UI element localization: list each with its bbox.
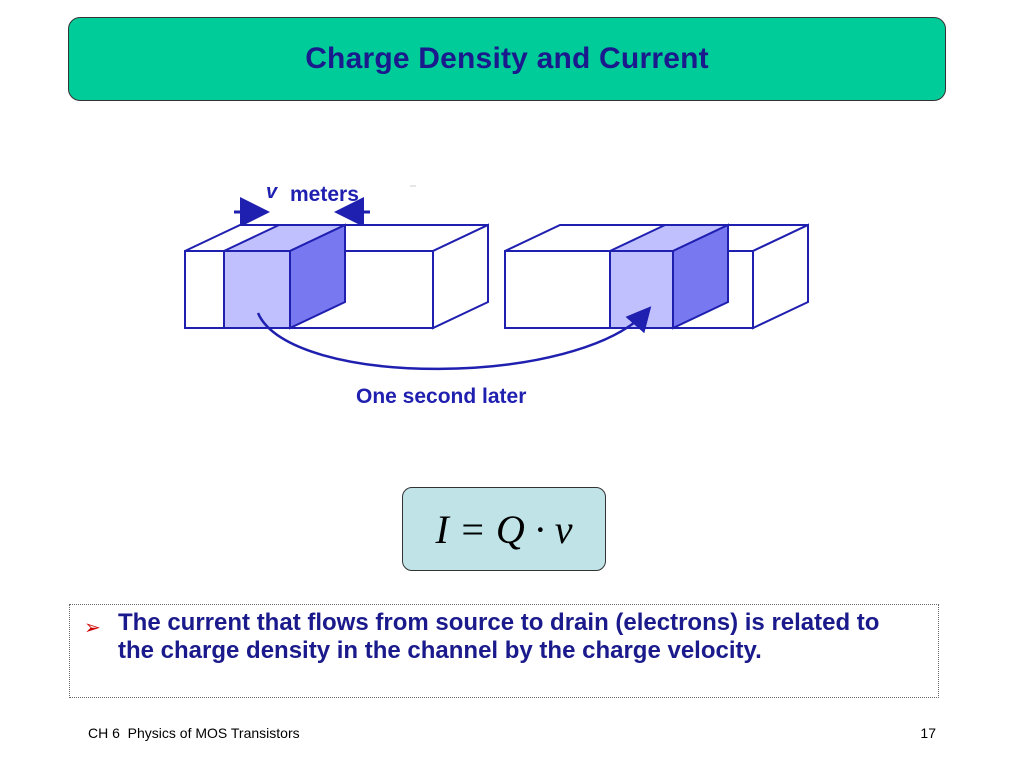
bullet-box: ➢ The current that flows from source to … <box>69 604 939 698</box>
charge-flow-diagram: v meters One second later <box>184 181 809 408</box>
footer-chapter: CH 6 Physics of MOS Transistors <box>88 725 300 741</box>
slide-title: Charge Density and Current <box>305 42 709 75</box>
velocity-symbol: v <box>266 181 279 203</box>
slab-front <box>223 250 291 329</box>
equation: I = Q · v <box>435 506 573 552</box>
distance-label: meters <box>290 183 359 206</box>
diagram-caption: One second later <box>356 385 526 408</box>
equation-box: I = Q · v <box>402 487 606 571</box>
slab-side <box>672 223 729 330</box>
title-banner: Charge Density and Current <box>68 17 946 101</box>
bar-before <box>184 223 489 330</box>
bullet-text: The current that flows from source to dr… <box>118 609 880 664</box>
motion-arrow <box>256 306 652 371</box>
slab-side <box>289 223 346 330</box>
bar-after <box>504 223 809 330</box>
page-number: 17 <box>920 725 936 741</box>
bullet-arrow-icon: ➢ <box>84 615 101 639</box>
